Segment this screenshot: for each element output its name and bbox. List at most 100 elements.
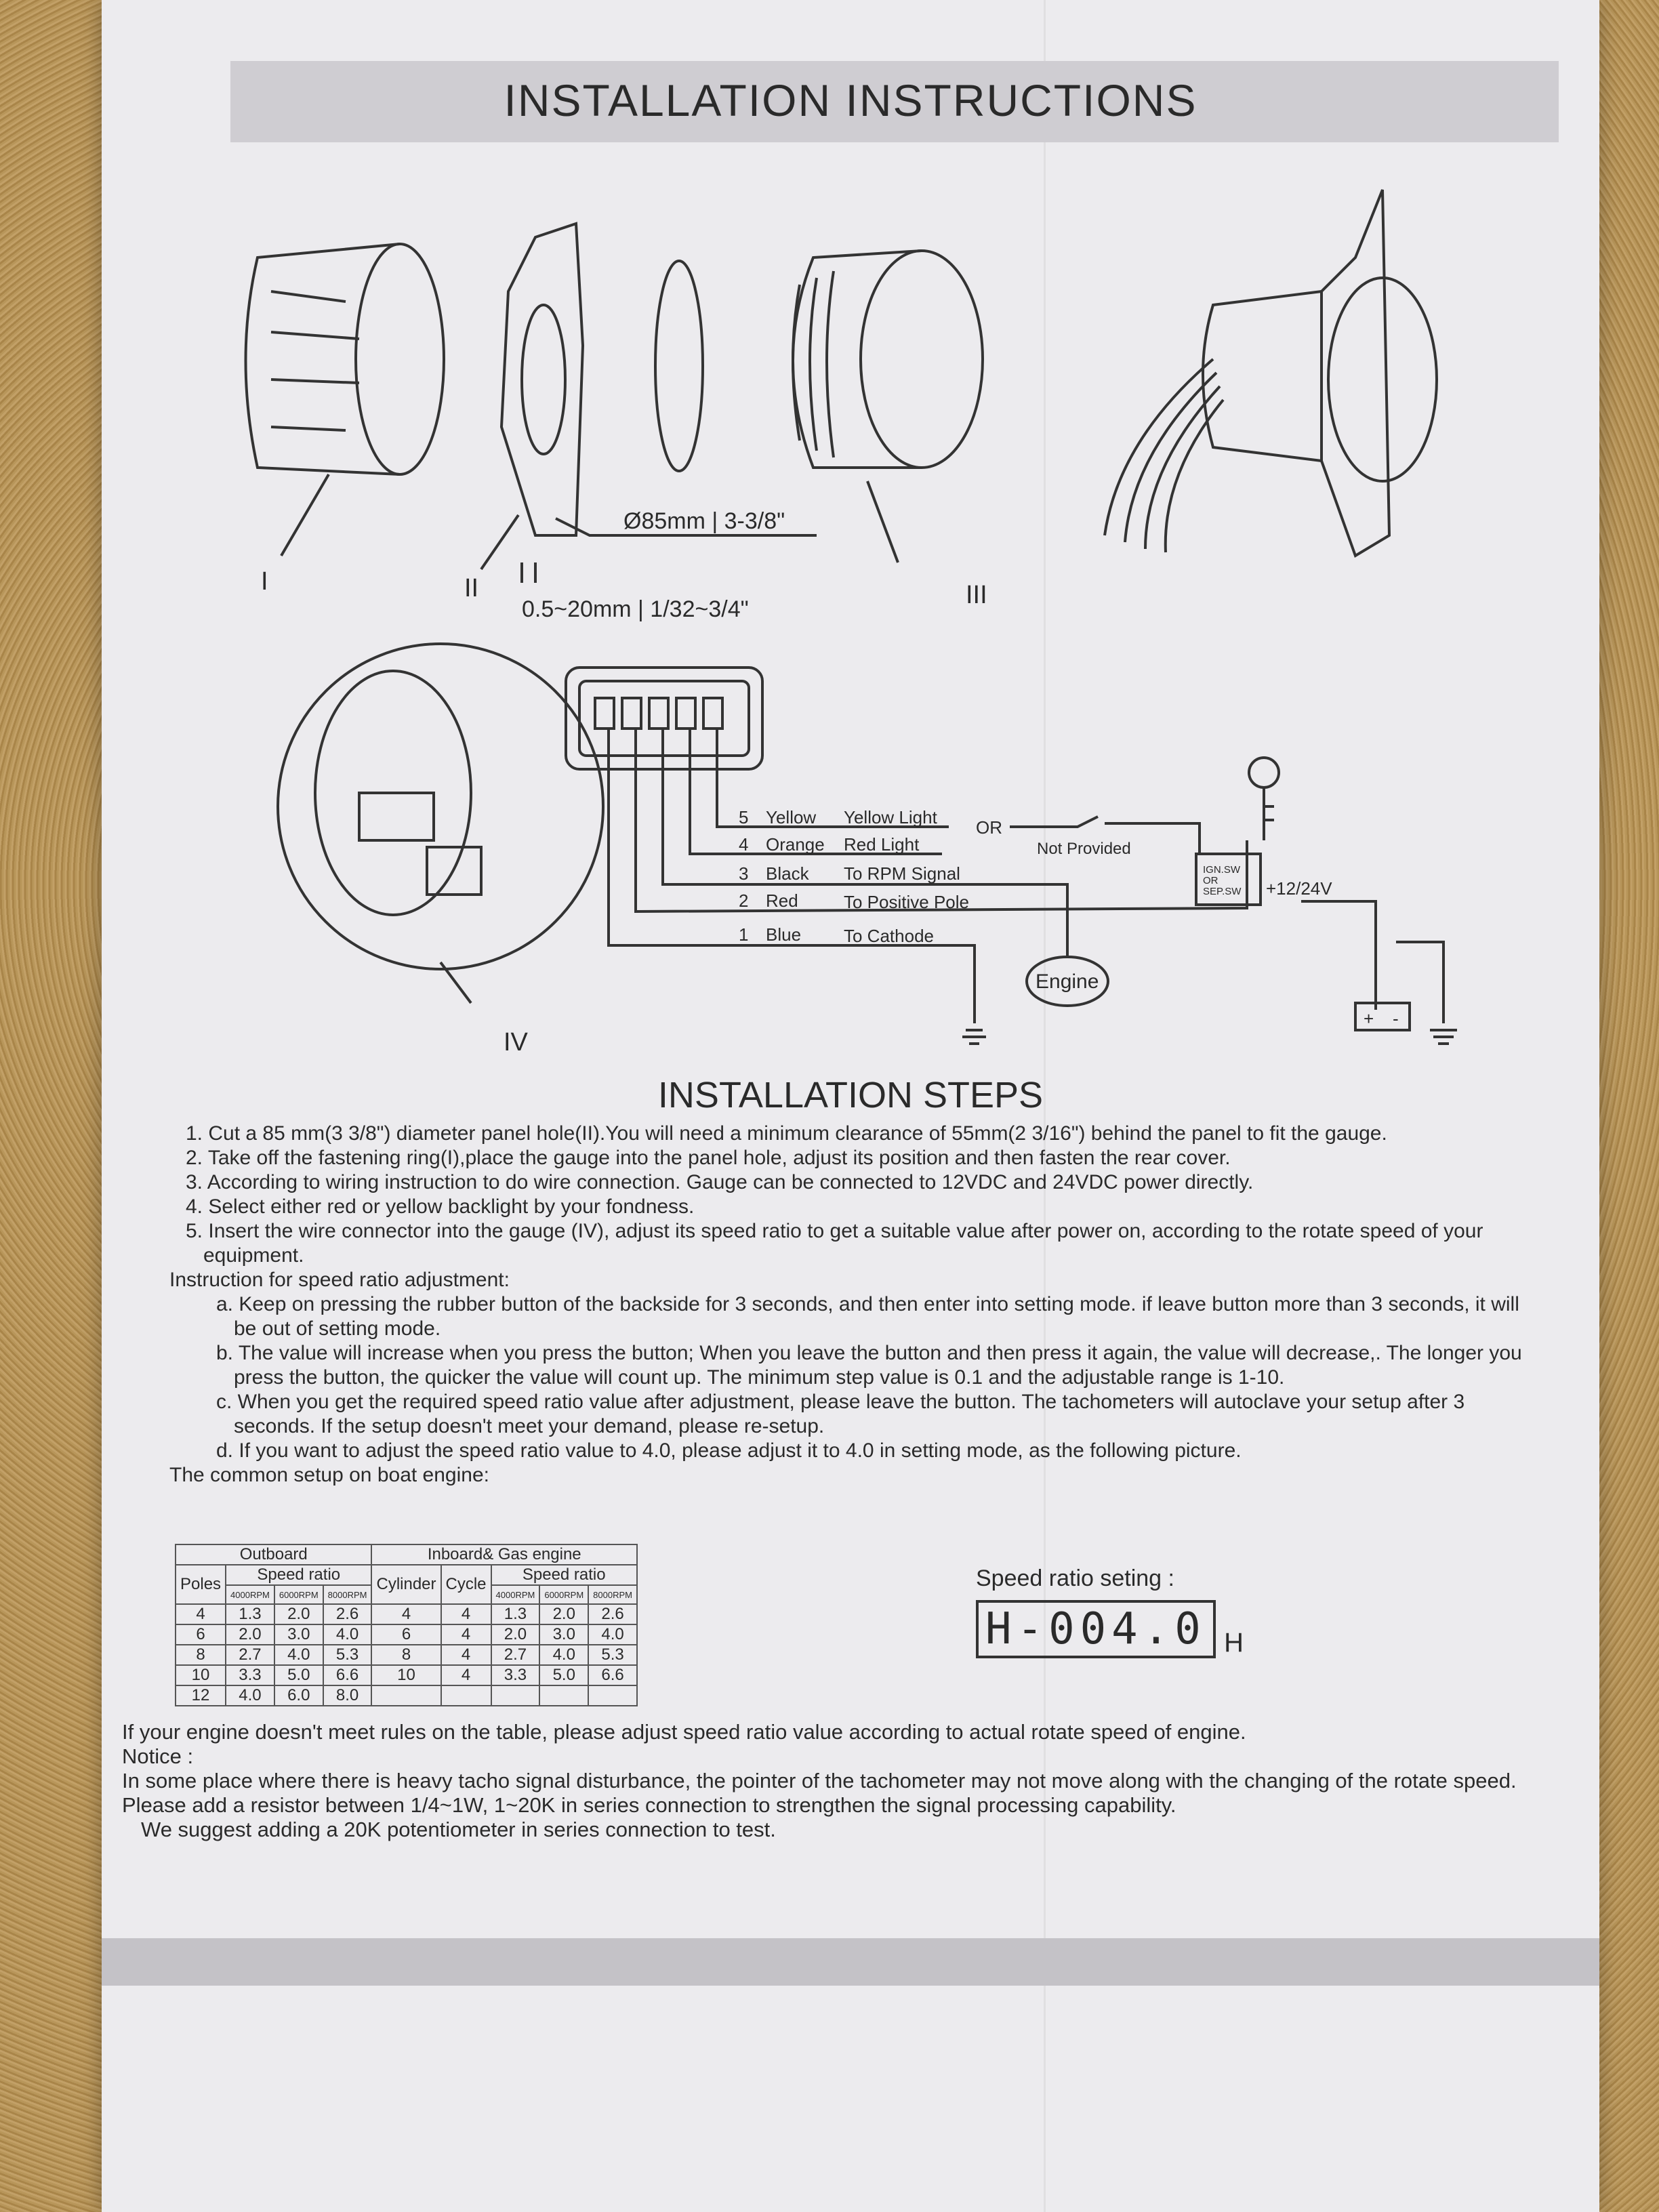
switch-label-3: SEP.SW [1203, 886, 1242, 897]
suggestion-text: We suggest adding a 20K potentiometer in… [141, 1818, 776, 1841]
wire-num-4: 4 [739, 834, 748, 855]
ratio-setting-label: Speed ratio seting : [976, 1565, 1174, 1591]
table-cell [539, 1685, 590, 1706]
or-label: OR [976, 817, 1002, 838]
wire-num-3: 3 [739, 863, 748, 884]
wire-color-5: Yellow [766, 807, 816, 827]
page-title: INSTALLATION INSTRUCTIONS [504, 75, 1197, 125]
lcd-suffix: H [1224, 1628, 1244, 1658]
common-setup-label: The common setup on boat engine: [169, 1464, 489, 1486]
table-cell: 4.0 [539, 1644, 590, 1666]
wire-num-2: 2 [739, 890, 748, 911]
engine-label: Engine [1036, 970, 1099, 993]
fastening-ring-part [244, 243, 445, 557]
substep-c: c. When you get the required speed ratio… [216, 1391, 1465, 1437]
table-cell: 4 [371, 1603, 442, 1625]
notice-heading: Notice : [122, 1744, 194, 1768]
table-cell: 4 [440, 1644, 492, 1666]
table-cell: 8 [174, 1644, 227, 1666]
wiring-lines [607, 729, 1457, 1045]
wire-num-1: 1 [739, 924, 748, 945]
speed-ratio-header: Speed ratio [225, 1564, 373, 1586]
step-2: 2. Take off the fastening ring(I),place … [186, 1147, 1231, 1169]
switch-label-2: OR [1203, 875, 1218, 886]
wire-func-5: Yellow Light [844, 807, 938, 827]
table-cell: 2.6 [322, 1603, 373, 1625]
table-cell: 4 [174, 1603, 227, 1625]
cycle-header: Cycle [440, 1564, 492, 1605]
substep-d: d. If you want to adjust the speed ratio… [216, 1439, 1242, 1462]
outboard-header: Outboard [174, 1544, 373, 1565]
table-cell: 5.3 [322, 1644, 373, 1666]
steps-title: INSTALLATION STEPS [657, 1075, 1044, 1115]
wire-color-1: Blue [766, 924, 801, 945]
speed-ratio-table: Outboard Inboard& Gas engine Poles Speed… [174, 1544, 638, 1706]
step-5: 5. Insert the wire connector into the ga… [186, 1220, 1483, 1267]
table-cell: 6.6 [588, 1664, 638, 1686]
table-cell: 2.7 [225, 1644, 275, 1666]
wire-func-3: To RPM Signal [844, 863, 960, 884]
wire-color-4: Orange [766, 834, 825, 855]
battery-minus: - [1393, 1008, 1399, 1029]
table-cell: 10 [174, 1664, 227, 1686]
footer-notes: If your engine doesn't meet rules on the… [122, 1720, 1579, 1842]
table-cell: 6.6 [322, 1664, 373, 1686]
cylinder-header: Cylinder [371, 1564, 442, 1605]
table-cell: 2.6 [588, 1603, 638, 1625]
table-cell: 4.0 [588, 1624, 638, 1645]
table-cell: 6 [174, 1624, 227, 1645]
panel-part [480, 222, 817, 583]
inboard-header: Inboard& Gas engine [371, 1544, 638, 1565]
rpm-header: 4000RPM [490, 1584, 541, 1605]
title-band [230, 61, 1559, 142]
ignition-switch [1195, 756, 1280, 906]
table-cell: 8 [371, 1644, 442, 1666]
table-cell: 10 [371, 1664, 442, 1686]
table-cell: 2.7 [490, 1644, 541, 1666]
speed-ratio-header: Speed ratio [490, 1564, 638, 1586]
gauge-rear-view [276, 642, 605, 1004]
voltage-label: +12/24V [1266, 878, 1332, 899]
table-cell: 1.3 [490, 1603, 541, 1625]
wire-func-2: To Positive Pole [844, 892, 969, 912]
table-cell: 2.0 [539, 1603, 590, 1625]
diameter-label: Ø85mm | 3-3/8" [623, 508, 785, 534]
bottom-band [102, 1938, 1599, 1986]
table-cell: 3.0 [539, 1624, 590, 1645]
wire-func-1: To Cathode [844, 926, 934, 946]
thickness-label: 0.5~20mm | 1/32~3/4" [522, 596, 749, 622]
engine-icon [1025, 956, 1109, 1007]
table-cell: 3.3 [490, 1664, 541, 1686]
gauge-body-part [792, 249, 984, 563]
part-label-3: III [966, 581, 987, 609]
step-4: 4. Select either red or yellow backlight… [186, 1195, 695, 1218]
not-provided-label: Not Provided [1037, 840, 1131, 858]
rpm-header: 6000RPM [539, 1584, 590, 1605]
table-cell: 5.0 [539, 1664, 590, 1686]
table-cell: 6.0 [273, 1685, 324, 1706]
table-cell: 5.3 [588, 1644, 638, 1666]
table-cell [440, 1685, 492, 1706]
table-cell: 8.0 [322, 1685, 373, 1706]
wire-func-4: Red Light [844, 834, 920, 855]
speed-ratio-setting: Speed ratio seting : H-004.0 H [976, 1565, 1244, 1658]
wire-color-3: Black [766, 863, 810, 884]
part-label-2: II [464, 574, 478, 602]
lcd-display: H-004.0 [976, 1600, 1216, 1658]
table-cell: 4 [440, 1624, 492, 1645]
table-note: If your engine doesn't meet rules on the… [122, 1720, 1246, 1744]
table-cell: 5.0 [273, 1664, 324, 1686]
notice-text: In some place where there is heavy tacho… [122, 1769, 1517, 1817]
table-cell: 12 [174, 1685, 227, 1706]
part-label-1: I [261, 567, 268, 596]
part-label-4: IV [504, 1028, 529, 1057]
substep-b: b. The value will increase when you pres… [216, 1342, 1522, 1389]
rpm-header: 4000RPM [225, 1584, 275, 1605]
table-cell [490, 1685, 541, 1706]
substep-a: a. Keep on pressing the rubber button of… [216, 1293, 1519, 1340]
